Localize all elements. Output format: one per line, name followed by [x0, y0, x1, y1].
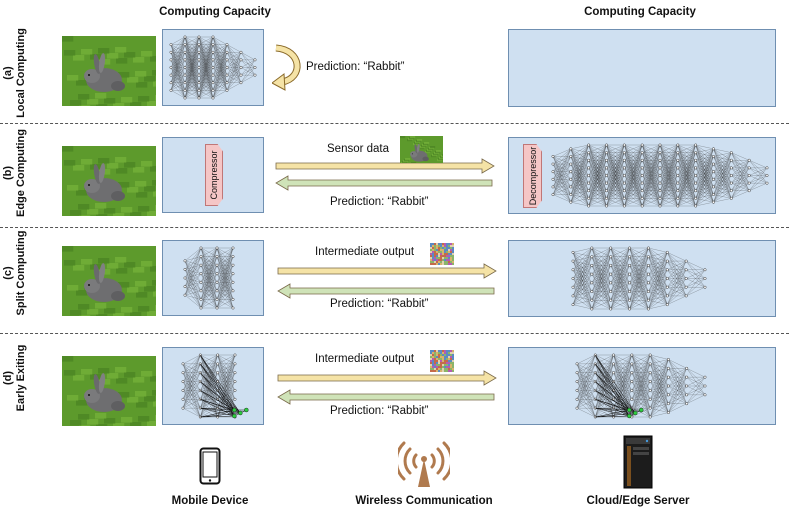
right-column-title: Computing Capacity: [584, 6, 696, 18]
compressor-block: Compressor: [205, 144, 223, 206]
wireless-antenna-icon: [398, 441, 450, 487]
decompressor-block: Decompressor: [523, 144, 542, 208]
server-tower-icon: [623, 435, 653, 489]
forward-arrow: [275, 158, 495, 174]
row-separator: [0, 123, 789, 124]
server-label: Cloud/Edge Server: [586, 495, 690, 507]
neural-network: [575, 353, 707, 419]
neural-network: [183, 246, 235, 310]
mobile-device-label: Mobile Device: [171, 495, 249, 507]
server-panel-a: [508, 29, 776, 107]
server-panel-d: [508, 347, 776, 425]
sensor-data-thumbnail: [400, 136, 443, 163]
forward-arrow: [277, 263, 497, 279]
prediction-label-c: Prediction: “Rabbit”: [330, 298, 429, 310]
intermediate-output-thumbnail: [430, 243, 454, 265]
prediction-label-d: Prediction: “Rabbit”: [330, 405, 429, 417]
prediction-label-b: Prediction: “Rabbit”: [330, 196, 429, 208]
left-column-title: Computing Capacity: [159, 6, 271, 18]
server-panel-b: Decompressor: [508, 137, 776, 214]
curved-arrow-icon: [272, 44, 301, 91]
wireless-communication-label: Wireless Communication: [355, 495, 493, 507]
rabbit-photo: [62, 246, 156, 316]
neural-network: [571, 246, 707, 311]
server-panel-c: [508, 240, 776, 317]
row-separator: [0, 227, 789, 228]
forward-arrow: [277, 370, 497, 386]
intermediate-output-thumbnail: [430, 350, 454, 372]
rabbit-photo: [62, 356, 156, 426]
neural-network: [169, 35, 257, 100]
mobile-panel-c: [162, 240, 264, 316]
mobile-panel-d: [162, 347, 264, 425]
mobile-phone-icon: [199, 447, 221, 485]
row-separator: [0, 333, 789, 334]
forward-label-c: Intermediate output: [315, 246, 415, 258]
mobile-panel-b: Compressor: [162, 137, 264, 213]
mobile-panel-a: [162, 29, 264, 106]
forward-label-b: Sensor data: [327, 143, 390, 155]
forward-label-d: Intermediate output: [315, 353, 415, 365]
return-arrow: [275, 175, 493, 191]
rabbit-photo: [62, 146, 156, 216]
return-arrow: [277, 283, 495, 299]
neural-network: [181, 353, 249, 419]
return-arrow: [277, 389, 495, 405]
neural-network: [551, 143, 769, 208]
prediction-label-a: Prediction: “Rabbit”: [306, 61, 405, 73]
rabbit-photo: [62, 36, 156, 106]
